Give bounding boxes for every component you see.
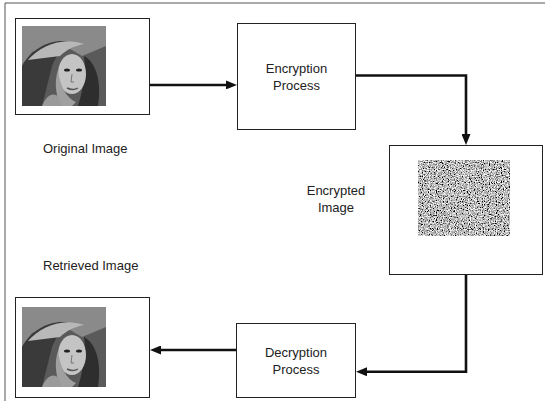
frame-line xyxy=(5,3,545,4)
flow-arrow xyxy=(367,275,466,372)
image-caption: Retrieved Image xyxy=(43,257,138,274)
image-caption: Original Image xyxy=(43,140,128,157)
image-box: Original Image xyxy=(15,18,150,115)
box-label: Decryption Process xyxy=(252,344,340,378)
retrieved-picture xyxy=(22,307,106,387)
original-picture xyxy=(22,26,106,106)
image-box: Encrypted Image xyxy=(389,145,543,275)
flow-arrow xyxy=(150,84,226,87)
image-box: Retrieved Image xyxy=(15,297,150,398)
box-label: Encryption Process xyxy=(253,60,341,94)
frame-line xyxy=(5,3,6,401)
image-caption: Encrypted Image xyxy=(298,182,374,216)
encrypted-noise xyxy=(418,160,510,236)
process-box: Decryption Process xyxy=(236,323,356,398)
process-box: Encryption Process xyxy=(237,23,356,130)
flow-arrow xyxy=(356,75,466,134)
flow-arrow xyxy=(161,349,236,352)
